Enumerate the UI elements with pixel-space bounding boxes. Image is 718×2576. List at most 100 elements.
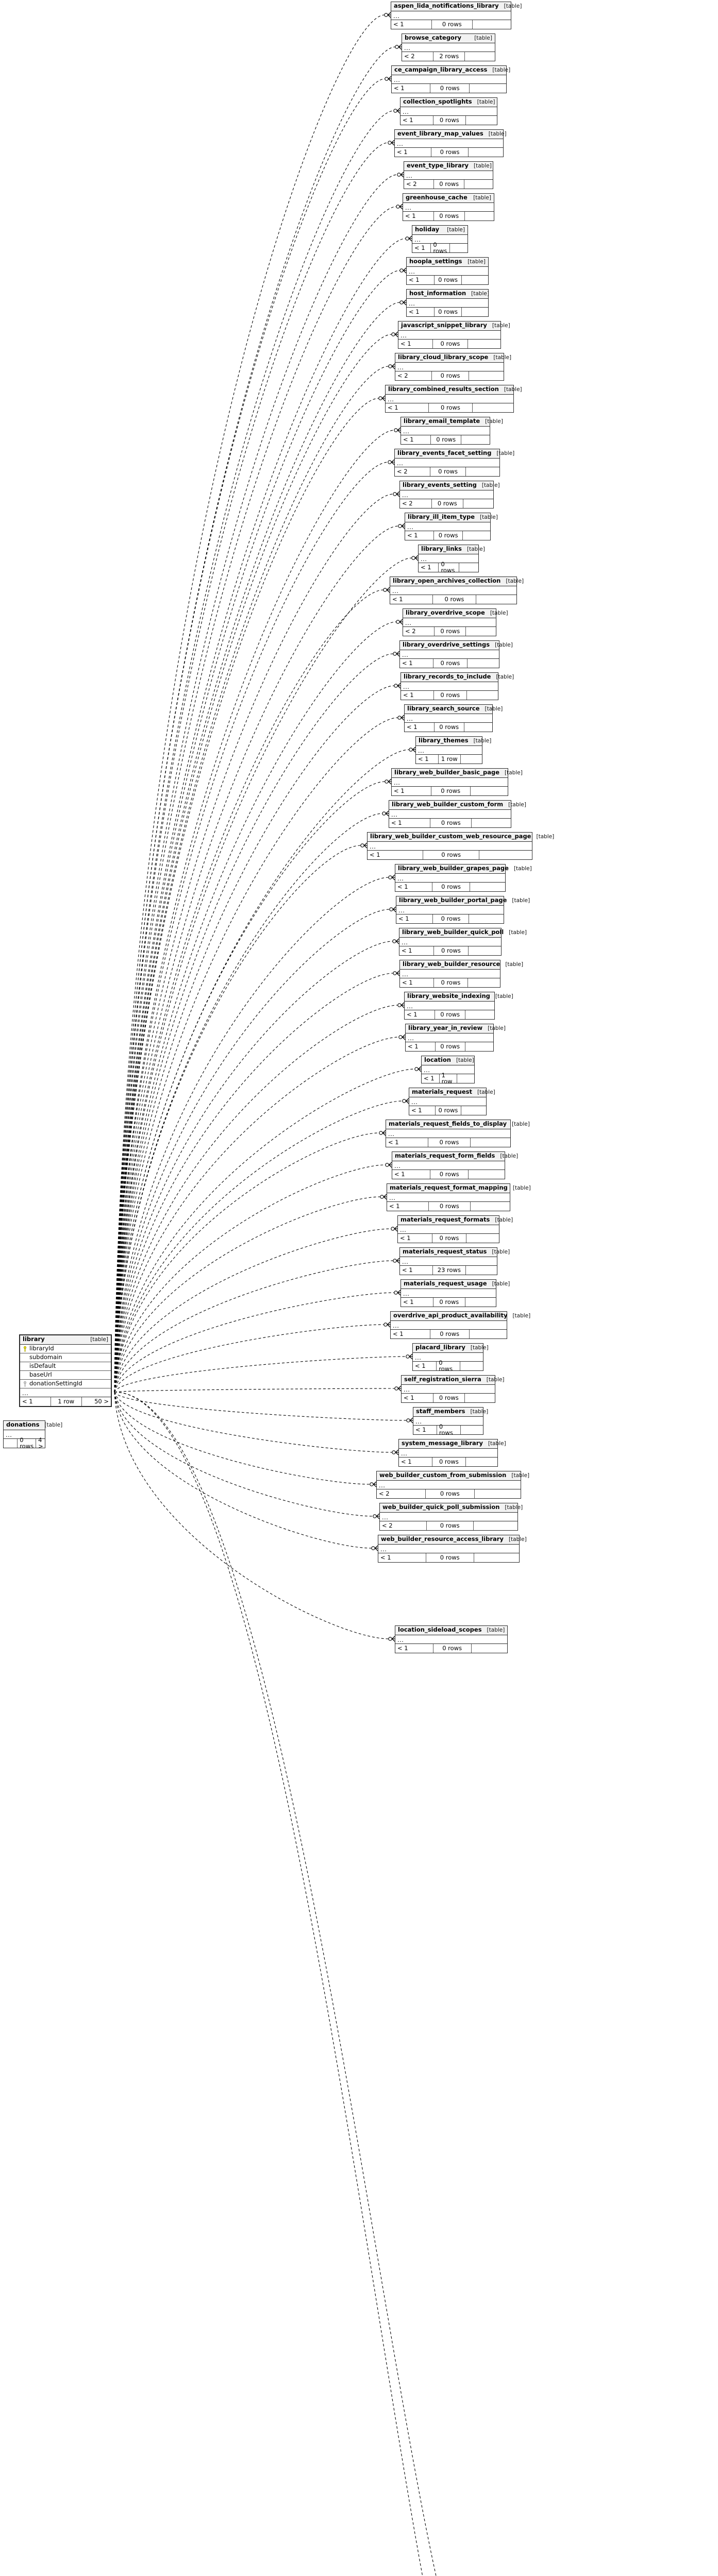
table-name: holiday (415, 226, 440, 233)
table-header: holiday[table] (412, 226, 467, 235)
table-name: library_web_builder_portal_page (399, 896, 507, 904)
table-type-tag: [table] (487, 1626, 505, 1633)
table-library-web-builder-custom-form[interactable]: library_web_builder_custom_form[table]..… (389, 800, 526, 828)
table-type-tag: [table] (473, 737, 492, 744)
table-type-tag: [table] (513, 865, 532, 872)
children-count (462, 276, 488, 284)
children-count (472, 819, 511, 827)
row-count: 0 rows (435, 723, 464, 732)
table-type-tag: [table] (506, 578, 524, 584)
table-materials-request-format-mapping[interactable]: materials_request_format_mapping[table].… (387, 1183, 531, 1211)
column-name: subdomain (29, 1353, 62, 1361)
table-type-tag: [table] (481, 482, 500, 488)
table-materials-request-fields-to-display[interactable]: materials_request_fields_to_display[tabl… (386, 1120, 530, 1147)
table-type-tag: [table] (456, 1057, 474, 1063)
table-name: library_year_in_review (408, 1024, 483, 1032)
table-overdrive-api-product-availability[interactable]: overdrive_api_product_availability[table… (390, 1311, 530, 1339)
table-library-web-builder-quick-poll[interactable]: library_web_builder_quick_poll[table]...… (399, 928, 527, 956)
table-library-web-builder-portal-page[interactable]: library_web_builder_portal_page[table]..… (396, 896, 530, 924)
more-columns-ellipsis: ... (401, 682, 498, 691)
table-name: self_registration_sierra (404, 1376, 481, 1383)
parents-count: < 1 (419, 563, 439, 572)
table-header: library_web_builder_basic_page[table] (392, 769, 523, 778)
table-library-web-builder-basic-page[interactable]: library_web_builder_basic_page[table]...… (391, 768, 523, 796)
table-donations[interactable]: donations [table] ... 0 rows 4 > (3, 1420, 62, 1449)
table-library[interactable]: library [table] libraryId subdomain isDe… (19, 1334, 112, 1407)
table-type-tag: [table] (486, 1376, 505, 1383)
table-header: location[table] (422, 1056, 474, 1065)
table-materials-request-form-fields[interactable]: materials_request_form_fields[table]...<… (392, 1151, 518, 1179)
table-name: system_message_library (402, 1439, 483, 1447)
more-columns-ellipsis: ... (419, 554, 478, 563)
table-library-cloud-library-scope[interactable]: library_cloud_library_scope[table]...< 2… (395, 353, 511, 381)
more-columns-ellipsis: ... (402, 1385, 495, 1394)
table-web-builder-quick-poll-submission[interactable]: web_builder_quick_poll_submission[table]… (379, 1503, 523, 1531)
children-count (459, 563, 478, 572)
children-count (465, 1298, 496, 1307)
table-web-builder-resource-access-library[interactable]: web_builder_resource_access_library[tabl… (378, 1535, 527, 1563)
more-columns-ellipsis: ... (377, 1481, 521, 1489)
table-header: library_records_to_include[table] (401, 673, 514, 682)
children-count (479, 851, 532, 859)
table-library-web-builder-grapes-page[interactable]: library_web_builder_grapes_page[table]..… (395, 864, 532, 892)
table-library-combined-results-section[interactable]: library_combined_results_section[table].… (385, 385, 522, 413)
table-name: materials_request_formats (400, 1216, 490, 1224)
children-count (473, 20, 511, 29)
row-count: 0 rows (435, 276, 462, 284)
parents-count: < 2 (404, 180, 435, 189)
table-web-builder-custom-from-submission[interactable]: web_builder_custom_from_submission[table… (376, 1471, 529, 1499)
parents-count: < 1 (400, 659, 434, 668)
table-header: overdrive_api_product_availability[table… (391, 1312, 530, 1321)
more-columns-ellipsis: ... (368, 842, 532, 851)
table-name: donations (6, 1421, 40, 1429)
table-header: event_type_library[table] (404, 162, 493, 171)
table-library-open-archives-collection[interactable]: library_open_archives_collection[table].… (390, 577, 524, 604)
table-library-web-builder-resource[interactable]: library_web_builder_resource[table]...< … (399, 960, 523, 988)
table-library-events-facet-setting[interactable]: library_events_facet_setting[table]...< … (394, 449, 514, 477)
table-library-web-builder-custom-web-resource-page[interactable]: library_web_builder_custom_web_resource_… (367, 832, 554, 860)
children-count (467, 691, 498, 700)
table-aspen-lida-notifications-library[interactable]: aspen_lida_notifications_library[table].… (391, 2, 522, 29)
table-header: library_search_source[table] (405, 705, 503, 714)
table-type-tag: [table] (44, 1421, 63, 1428)
row-count: 2 rows (433, 52, 465, 61)
